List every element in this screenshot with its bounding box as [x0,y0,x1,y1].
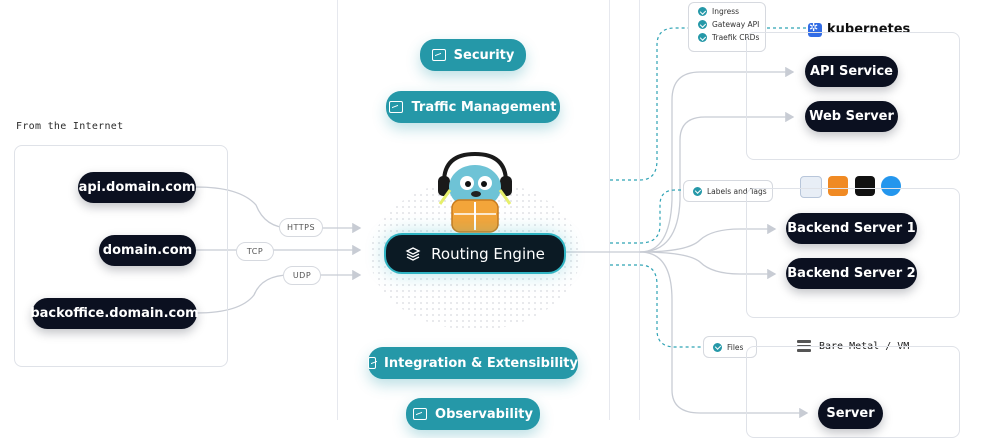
feature-label: Traffic Management [411,99,557,115]
tag-label: Gateway API [712,20,760,29]
feature-pill-traffic-management[interactable]: Traffic Management [386,91,560,123]
tag-label: Ingress [712,7,740,16]
chart-icon [431,49,446,61]
check-icon [698,20,707,29]
tag-row: Gateway API [698,18,765,31]
tag-label: Files [727,342,744,352]
domain-pill-backoffice[interactable]: backoffice.domain.com [30,298,199,329]
files-badge: Files [703,336,757,358]
routing-engine-node[interactable]: Routing Engine [384,233,566,274]
tag-row: Ingress [698,5,765,18]
feature-pill-observability[interactable]: Observability [406,398,540,430]
ecs-logo-icon [828,176,848,196]
feature-pill-integration[interactable]: Integration & Extensibility [368,347,578,379]
service-pill-api[interactable]: API Service [805,56,898,87]
swarm-logo-icon [800,176,822,198]
routing-engine-label: Routing Engine [431,244,545,263]
internet-group-box [14,145,228,367]
domain-pill-root[interactable]: domain.com [99,235,196,266]
kubernetes-group-box [746,32,960,160]
kubernetes-header: kubernetes [808,21,911,37]
column-divider [639,0,640,420]
tag-row: Traefik CRDs [698,31,765,44]
service-pill-web[interactable]: Web Server [805,101,898,132]
check-icon [698,33,707,42]
feature-label: Observability [435,406,533,422]
layers-icon [405,246,421,261]
gopher-mascot-icon [438,152,512,233]
feature-label: Integration & Extensibility [384,355,578,371]
section-label-internet: From the Internet [16,121,124,132]
containers-group-box [746,188,960,318]
feature-pill-security[interactable]: Security [420,39,526,71]
tag-label: Traefik CRDs [712,33,760,42]
check-icon [693,186,702,196]
chart-icon [413,408,428,420]
column-divider [337,0,338,420]
chart-icon [389,101,404,113]
check-icon [713,342,722,352]
check-icon [698,7,707,16]
column-divider [609,0,610,420]
nomad-logo-icon [855,176,875,196]
service-pill-backend-2[interactable]: Backend Server 2 [786,258,917,289]
kubernetes-label: kubernetes [827,22,911,37]
service-pill-server[interactable]: Server [818,398,883,429]
protocol-badge-https: HTTPS [279,218,323,237]
tag-label: Labels and Tags [707,186,767,196]
kubernetes-tag-list: Ingress Gateway API Traefik CRDs [688,2,766,52]
feature-label: Security [453,47,515,63]
labels-tags-badge: Labels and Tags [683,180,773,202]
protocol-badge-udp: UDP [283,266,321,285]
kubernetes-logo-icon [808,21,822,37]
service-pill-backend-1[interactable]: Backend Server 1 [786,213,917,244]
connection-wires [195,27,809,419]
domain-pill-api[interactable]: api.domain.com [78,172,196,203]
protocol-badge-tcp: TCP [236,242,274,261]
chart-icon [368,357,377,369]
docker-logo-icon [881,176,901,196]
